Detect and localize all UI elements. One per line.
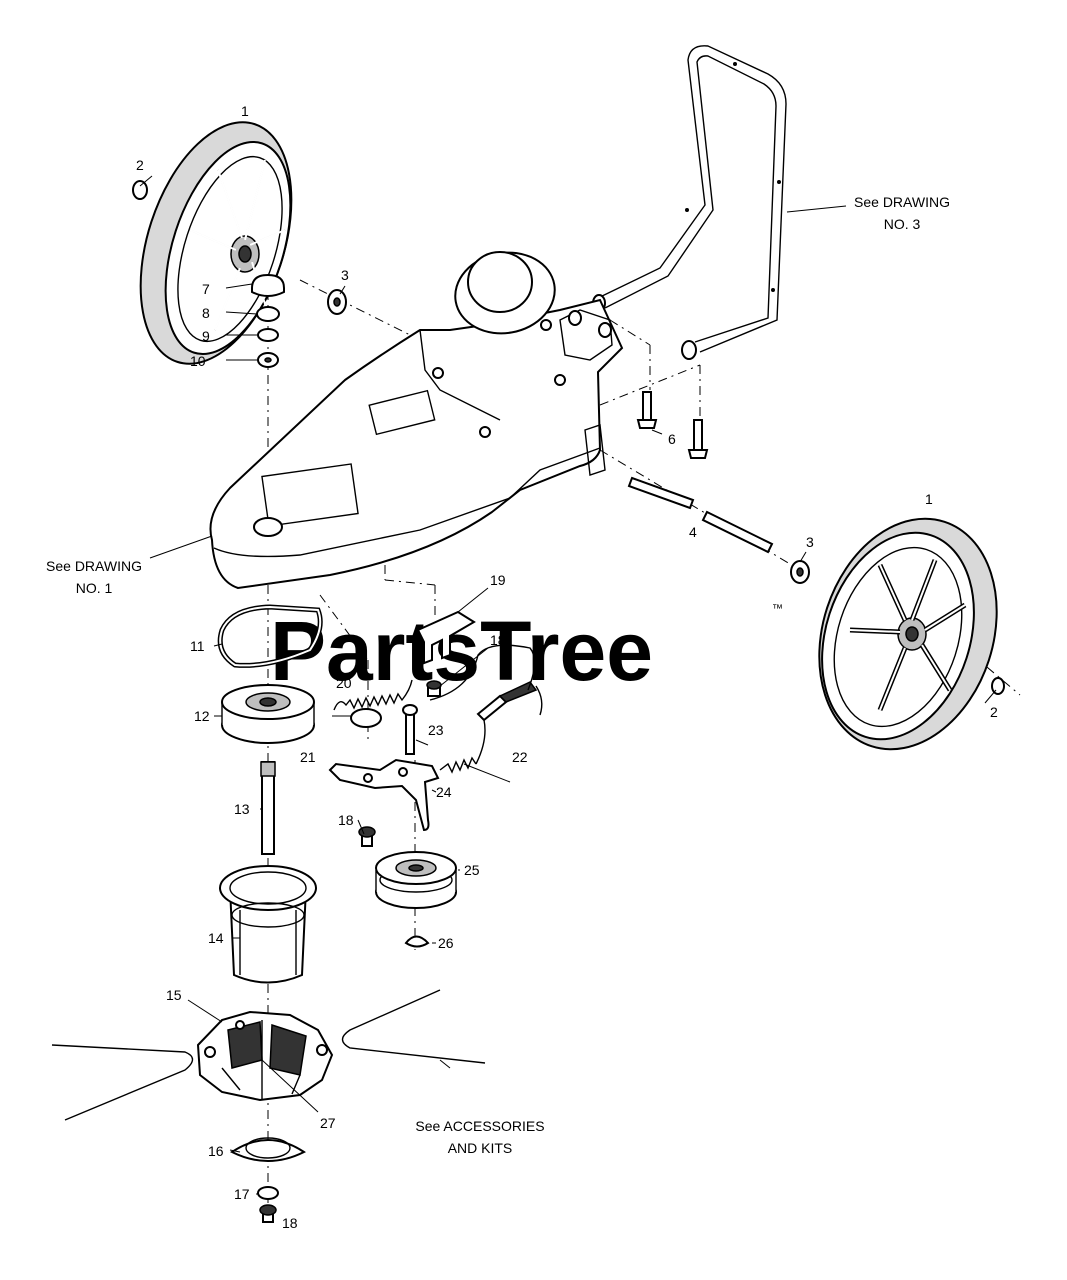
washer-21 — [350, 708, 382, 728]
trimmer-head — [196, 1010, 334, 1102]
callout-2: 2 — [136, 157, 144, 173]
spindle-shaft — [260, 761, 276, 855]
spindle-cover — [230, 1137, 306, 1223]
callout-13: 13 — [234, 801, 250, 817]
spring-cable — [429, 644, 543, 774]
watermark-trademark: ™ — [772, 603, 783, 615]
callout-15: 15 — [166, 987, 182, 1003]
wheel-left — [139, 121, 293, 365]
idler-pulley — [375, 851, 457, 909]
spindle-housing — [219, 865, 317, 984]
leader-lines — [139, 175, 997, 1195]
callout-2b: 2 — [990, 704, 998, 720]
note-drawing-1-line2: NO. 1 — [76, 580, 113, 596]
axle-pins — [627, 476, 774, 554]
handle-assembly — [592, 45, 787, 360]
trimmer-lines — [51, 989, 486, 1121]
callout-21: 21 — [300, 749, 316, 765]
callout-10: 10 — [190, 353, 206, 369]
callout-6: 6 — [668, 431, 676, 447]
note-drawing-1-line1: See DRAWING — [46, 558, 142, 574]
callout-1b: 1 — [925, 491, 933, 507]
callout-27: 27 — [320, 1115, 336, 1131]
callout-12: 12 — [194, 708, 210, 724]
callout-1: 1 — [241, 103, 249, 119]
callout-23: 23 — [428, 722, 444, 738]
callout-numbers: 1 2 3 7 8 9 10 6 1 4 3 2 19 11 18 20 12 … — [136, 103, 998, 1231]
nut-26 — [404, 935, 430, 948]
small-bolts — [358, 680, 442, 847]
reference-notes: See DRAWING NO. 3 See DRAWING NO. 1 See … — [46, 194, 950, 1156]
callout-25: 25 — [464, 862, 480, 878]
callout-19: 19 — [490, 572, 506, 588]
callout-22: 22 — [512, 749, 528, 765]
bracket — [416, 610, 476, 665]
callout-14: 14 — [208, 930, 224, 946]
belt — [217, 604, 323, 668]
wheel-right — [818, 517, 998, 751]
callout-18: 18 — [490, 632, 506, 648]
deck-housing — [209, 251, 624, 590]
callout-26: 26 — [438, 935, 454, 951]
drive-pulley — [221, 684, 315, 744]
callout-3: 3 — [341, 267, 349, 283]
callout-8: 8 — [202, 305, 210, 321]
callout-4: 4 — [689, 524, 697, 540]
cap-stack — [251, 273, 285, 368]
spring-upper — [333, 679, 413, 711]
callout-3b: 3 — [806, 534, 814, 550]
callout-17: 17 — [234, 1186, 250, 1202]
note-accessories-line1: See ACCESSORIES — [415, 1118, 544, 1134]
note-drawing-3-line1: See DRAWING — [854, 194, 950, 210]
callout-9: 9 — [202, 328, 210, 344]
callout-11: 11 — [190, 638, 205, 654]
bolts-6 — [636, 391, 709, 459]
callout-18c: 18 — [282, 1215, 298, 1231]
callout-16: 16 — [208, 1143, 224, 1159]
callout-24: 24 — [436, 784, 452, 800]
callout-18b: 18 — [338, 812, 354, 828]
idler-arm — [328, 758, 440, 832]
wheel-hardware — [132, 180, 1005, 695]
callout-7: 7 — [202, 281, 210, 297]
note-accessories-line2: AND KITS — [448, 1140, 513, 1156]
note-drawing-3-line2: NO. 3 — [884, 216, 921, 232]
callout-20: 20 — [336, 675, 352, 691]
